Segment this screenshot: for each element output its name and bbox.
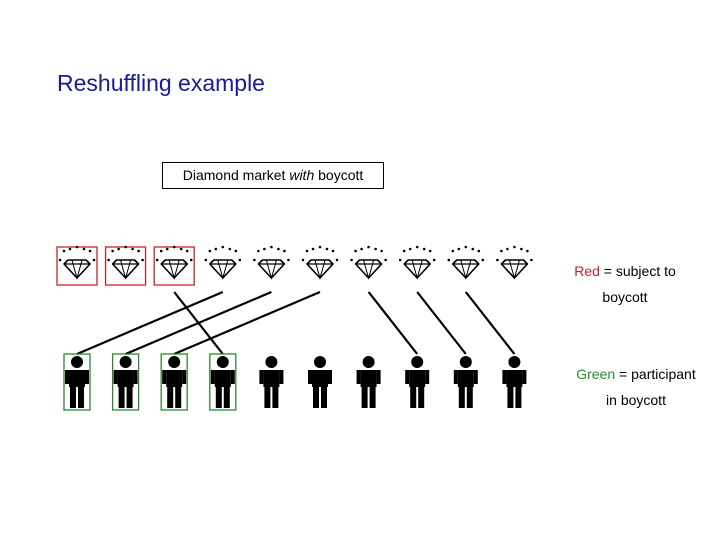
legend-green-text: = participant [615,366,696,382]
person-icon [259,356,284,408]
legend-green-line2: in boycott [606,392,666,408]
person-icon [63,353,91,411]
person-icon [405,356,430,408]
diamond-icon [496,245,533,280]
diamond-icon [204,245,242,280]
legend-green-line1: Green = participant [562,361,710,387]
boycott-participant-frame [160,353,188,411]
legend-red-keyword: Red [574,263,600,279]
person-icon [209,353,237,411]
caption-prefix: Diamond market [182,167,290,183]
match-line [367,291,419,355]
legend-red-text: = subject to [599,263,676,279]
person-row [63,353,527,411]
slide-title: Reshuffling example [57,70,265,96]
boycott-participant-frame [63,353,91,411]
person-icon [111,353,140,411]
legend-red-line2: boycott [602,289,648,305]
diamond-icon [153,245,195,286]
match-line [416,291,467,355]
diagram-caption: Diamond market with boycott [162,162,384,189]
legend-green-keyword: Green [576,366,616,382]
person-icon [453,356,478,408]
diamond-row [56,245,533,286]
caption-emphasis: with [289,167,315,183]
legend-green: Green = participant in boycott [562,361,710,413]
diamond-icon [398,245,436,280]
person-icon [160,353,188,411]
boycott-participant-frame [209,353,237,411]
match-line [173,291,224,355]
caption-suffix: boycott [314,167,364,183]
person-icon [356,356,381,408]
person-icon [308,356,332,408]
diamond-icon [301,245,339,280]
match-lines [76,290,516,356]
boycott-participant-frame [111,353,140,411]
diamond-icon [350,245,387,280]
match-line [76,290,224,356]
diamond-icon [253,245,290,280]
diamond-icon [104,245,147,286]
diamond-icon [447,245,485,280]
match-line [173,290,321,356]
legend-red-line1: Red = subject to [560,258,690,284]
match-line [464,291,516,355]
diamond-icon [56,245,98,286]
legend-red: Red = subject to boycott [560,258,690,310]
person-icon [502,356,527,408]
